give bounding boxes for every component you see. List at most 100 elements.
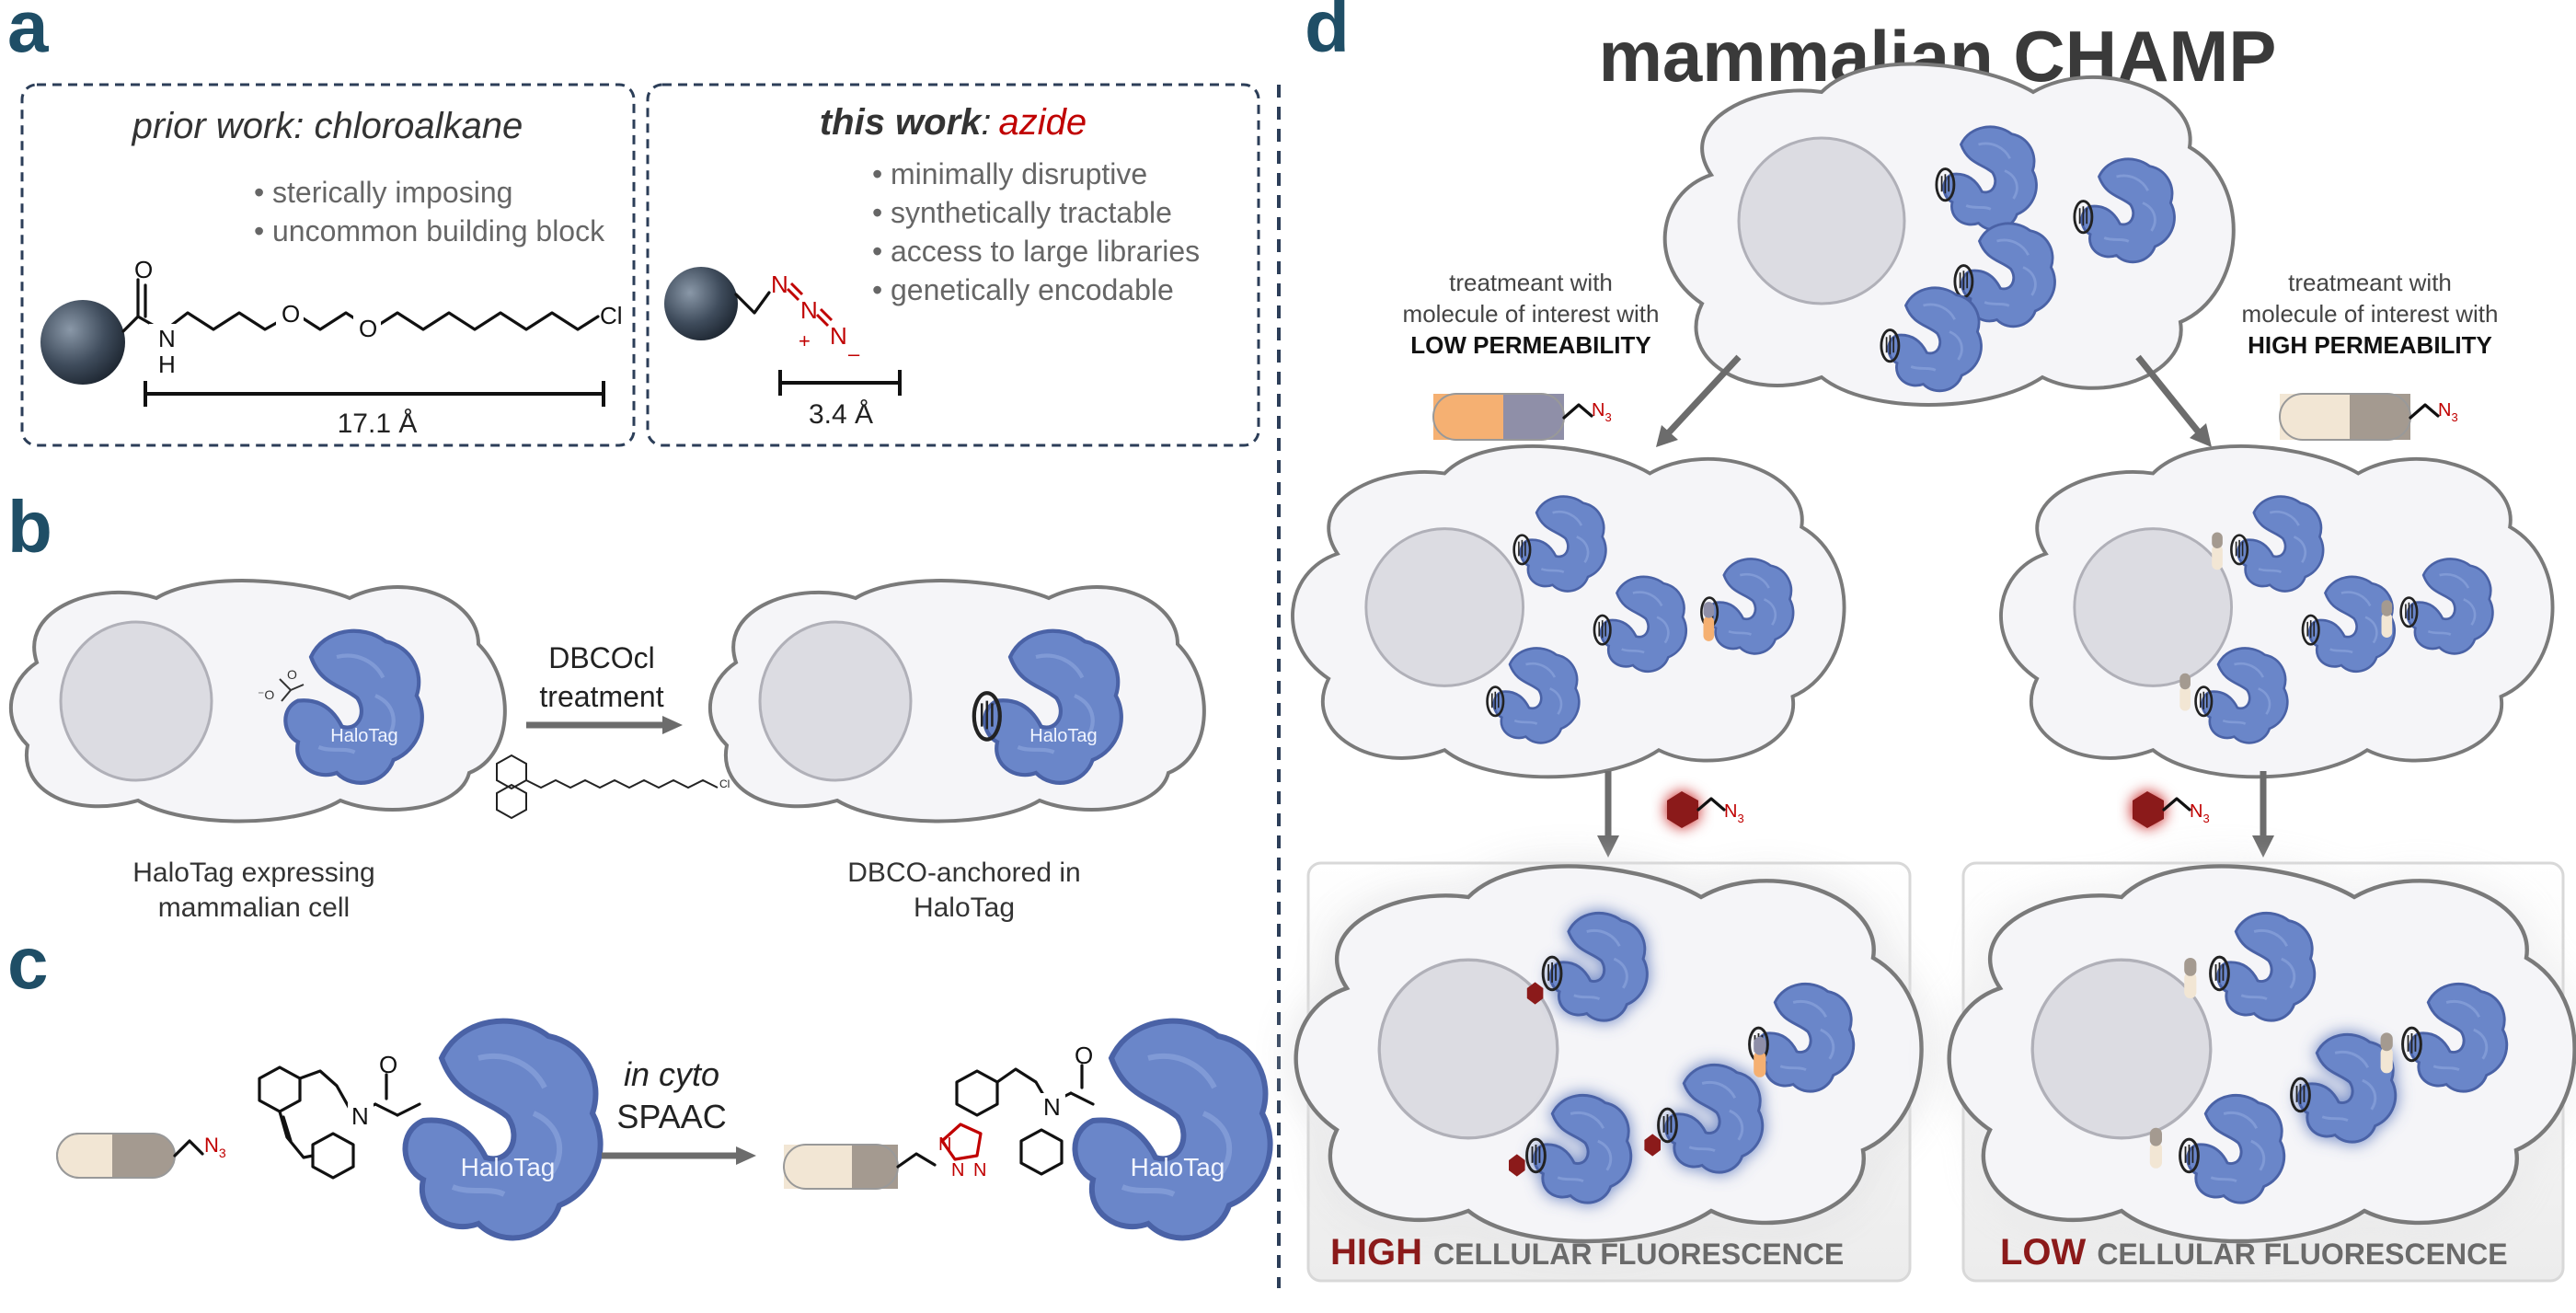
capsule-c-left bbox=[56, 1133, 176, 1179]
atom-o-c-right: O bbox=[1075, 1042, 1093, 1069]
right-treatment-2: molecule of interest with bbox=[2242, 300, 2499, 328]
panel-letter-d: d bbox=[1305, 0, 1350, 67]
atom-n-triazole-3: N bbox=[973, 1160, 986, 1181]
svg-text:•: • bbox=[872, 235, 882, 268]
svg-text:•: • bbox=[872, 273, 882, 306]
atom-cl: Cl bbox=[600, 302, 623, 329]
halotag-c-left bbox=[405, 1021, 600, 1238]
cell-d-result-left bbox=[1296, 866, 1922, 1241]
cell-d-mid-right bbox=[1999, 444, 2555, 779]
svg-text:•: • bbox=[254, 214, 264, 248]
panel-letter-b: b bbox=[7, 486, 52, 568]
this-bullet-3: access to large libraries bbox=[891, 235, 1200, 268]
result-right-rest: CELLULAR FLUORESCENCE bbox=[2097, 1238, 2507, 1271]
result-right-label: LOW CELLULAR FLUORESCENCE bbox=[2000, 1232, 2508, 1273]
halotag-c-right bbox=[1075, 1021, 1270, 1238]
halotag-label-c-left: HaloTag bbox=[461, 1153, 556, 1181]
triazole-product bbox=[896, 1064, 1095, 1176]
dbco-structure-left bbox=[258, 1065, 421, 1180]
cell-b-left: ⁻O O HaloTag bbox=[9, 579, 507, 824]
atom-n-triazole-1: N bbox=[938, 1134, 951, 1155]
this-work-title: this work:azide bbox=[820, 102, 1087, 143]
svg-text:Cl: Cl bbox=[719, 777, 730, 790]
this-length-label: 3.4 Å bbox=[809, 399, 873, 430]
result-left-rest: CELLULAR FLUORESCENCE bbox=[1433, 1238, 1844, 1271]
fluorophore-right bbox=[2133, 791, 2164, 828]
prior-bullet-1: sterically imposing bbox=[272, 176, 512, 209]
atom-o-2: O bbox=[359, 315, 377, 342]
svg-text:•: • bbox=[872, 157, 882, 190]
svg-text:•: • bbox=[254, 176, 264, 209]
halotag-label-c-right: HaloTag bbox=[1131, 1153, 1225, 1181]
atom-n-triazole-2: N bbox=[951, 1160, 964, 1181]
halotag-label-b-right: HaloTag bbox=[1029, 726, 1097, 746]
azide-n2: N bbox=[800, 296, 818, 324]
right-treatment-3: HIGH PERMEABILITY bbox=[2248, 331, 2492, 359]
svg-text:⁻O: ⁻O bbox=[258, 687, 274, 702]
this-bullet-2: synthetically tractable bbox=[891, 196, 1172, 229]
capsule-c-right bbox=[783, 1144, 899, 1190]
cell-d-result-right bbox=[1949, 866, 2575, 1241]
left-treatment-2: molecule of interest with bbox=[1403, 300, 1660, 328]
atom-n-c-right: N bbox=[1043, 1093, 1061, 1121]
this-work-title-red: azide bbox=[999, 102, 1087, 143]
atom-n: N bbox=[158, 325, 176, 352]
solid-support-bead bbox=[40, 300, 125, 385]
azide-minus: – bbox=[848, 342, 860, 365]
caption-right-1: DBCO-anchored in bbox=[847, 858, 1080, 888]
prior-length-label: 17.1 Å bbox=[338, 409, 418, 439]
this-work-box bbox=[646, 83, 1260, 447]
azide-bead bbox=[664, 267, 738, 340]
capsule-low bbox=[1432, 393, 1565, 441]
prior-work-title: prior work: chloroalkane bbox=[132, 106, 523, 146]
atom-h: H bbox=[158, 351, 176, 378]
svg-text:•: • bbox=[872, 196, 882, 229]
arrow-d-left bbox=[1666, 354, 1742, 435]
azide-n3: N bbox=[830, 322, 847, 350]
result-right-bold: LOW bbox=[2000, 1232, 2087, 1273]
this-bullet-1: minimally disruptive bbox=[891, 157, 1147, 190]
panel-letter-a: a bbox=[7, 0, 49, 67]
treatment-label: treatment bbox=[539, 680, 663, 713]
cell-b-right: HaloTag bbox=[708, 579, 1206, 824]
azide-n1: N bbox=[771, 271, 788, 298]
prior-work-box bbox=[20, 83, 636, 447]
prior-bullet-2: uncommon building block bbox=[272, 214, 605, 248]
fluorophore-left bbox=[1667, 791, 1698, 828]
this-bullets: • minimally disruptive • synthetically t… bbox=[872, 157, 1200, 306]
atom-n-c-left: N bbox=[351, 1102, 369, 1130]
azide-low: N3 bbox=[1592, 400, 1612, 424]
prior-bullets: • sterically imposing • uncommon buildin… bbox=[254, 176, 605, 248]
left-treatment-1: treatmeant with bbox=[1449, 269, 1613, 296]
carbonyl-bond bbox=[121, 278, 140, 333]
fluoro-azide-left: N3 bbox=[1724, 801, 1744, 825]
svg-text:O: O bbox=[287, 667, 297, 682]
azide-plus: + bbox=[799, 329, 811, 352]
caption-left-1: HaloTag expressing bbox=[132, 858, 374, 888]
this-work-title-bold: this work bbox=[820, 102, 983, 143]
caption-right-2: HaloTag bbox=[914, 893, 1015, 923]
arrow-d-right bbox=[2135, 354, 2202, 435]
left-treatment-3: LOW PERMEABILITY bbox=[1410, 331, 1650, 359]
this-bullet-4: genetically encodable bbox=[891, 273, 1174, 306]
atom-o-1: O bbox=[282, 300, 300, 328]
azide-group: N N N + – bbox=[771, 271, 860, 365]
nucleus bbox=[59, 620, 213, 782]
atom-o-c-left: O bbox=[379, 1051, 397, 1078]
azide-high: N3 bbox=[2438, 400, 2458, 424]
caption-left-2: mammalian cell bbox=[158, 893, 350, 923]
azide-c-left: N3 bbox=[204, 1134, 226, 1160]
cell-d-mid-left bbox=[1291, 444, 1846, 779]
atom-o-carbonyl: O bbox=[134, 256, 153, 283]
dbcocl-structure: Cl bbox=[496, 754, 730, 820]
halotag-label-b-left: HaloTag bbox=[330, 726, 397, 746]
fluoro-azide-right: N3 bbox=[2190, 801, 2210, 825]
panel-letter-c: c bbox=[7, 922, 49, 1004]
dbcocl-label: DBCOcl bbox=[548, 641, 655, 674]
this-work-title-colon: : bbox=[981, 102, 991, 143]
right-treatment-1: treatmeant with bbox=[2288, 269, 2452, 296]
spaac-label: SPAAC bbox=[616, 1098, 726, 1135]
in-cyto-label: in cyto bbox=[624, 1055, 719, 1093]
